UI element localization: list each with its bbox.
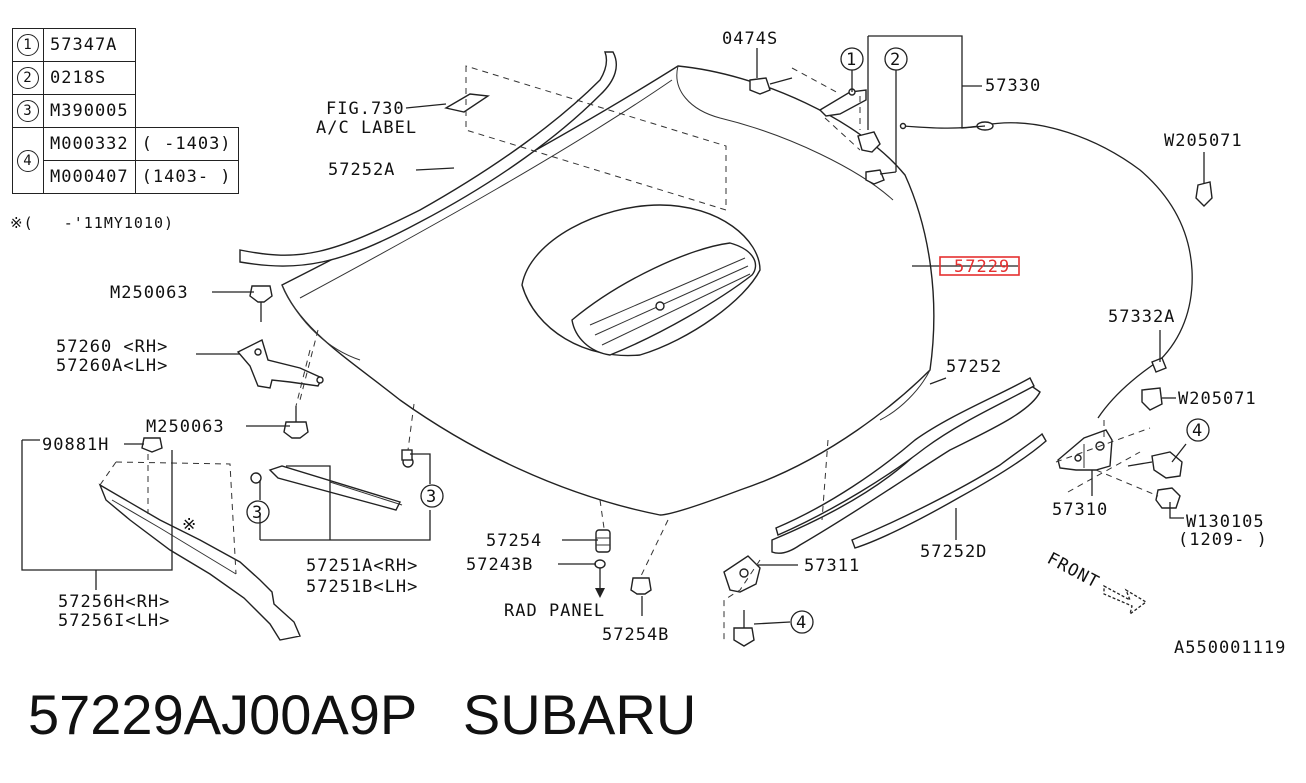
label-w130105: W130105 xyxy=(1186,512,1265,532)
label-ac-label: A/C LABEL xyxy=(316,118,417,138)
label-diagram-id: A550001119 xyxy=(1174,638,1286,658)
weatherstrip-57252a xyxy=(239,51,617,267)
label-w205071-top: W205071 xyxy=(1164,131,1243,151)
legend-number: 2 xyxy=(17,67,39,89)
label-57252: 57252 xyxy=(946,357,1002,377)
label-57254: 57254 xyxy=(486,531,542,551)
callout-3: 3 xyxy=(252,503,263,523)
callout-1: 1 xyxy=(846,50,857,70)
release-lever-57347a xyxy=(818,88,867,117)
legend-code: 57347A xyxy=(43,28,136,62)
hood-lock-striker-57311 xyxy=(723,555,761,593)
callout-2: 2 xyxy=(890,50,901,70)
release-cable-57330 xyxy=(899,121,1193,419)
label-90881h: 90881H xyxy=(42,435,109,455)
legend-row: 4 M000332 ( -1403) xyxy=(12,127,239,194)
label-57332a: 57332A xyxy=(1108,307,1175,327)
hood-scoop xyxy=(521,204,761,357)
legend-row: 3 M390005 xyxy=(12,94,239,128)
weatherstrip-57252 xyxy=(771,377,1041,554)
label-57254b: 57254B xyxy=(602,625,669,645)
legend-row: 1 57347A xyxy=(12,28,239,62)
label-rad-panel: RAD PANEL xyxy=(504,601,605,621)
label-57229: 57229 xyxy=(954,257,1010,277)
label-57256i-lh: 57256I<LH> xyxy=(58,611,170,631)
callout-circles: 1 2 3 3 4 4 xyxy=(246,47,1210,634)
hood-buffer-57254b xyxy=(630,577,652,595)
part-number-caption: 57229AJ00A9P SUBARU xyxy=(28,683,697,746)
note-mark: ※ xyxy=(182,515,197,535)
legend-range: ( -1403) xyxy=(134,127,239,161)
callout-4: 4 xyxy=(796,613,807,633)
hood-lock-57310 xyxy=(1057,429,1113,471)
hood-support-strut xyxy=(250,449,414,511)
dashed-guides xyxy=(99,65,1159,640)
screw-0474s xyxy=(749,77,793,95)
label-57251a-rh: 57251A<RH> xyxy=(306,556,418,576)
label-w130105-range: (1209- ) xyxy=(1178,530,1268,550)
label-57252d: 57252D xyxy=(920,542,987,562)
label-front: FRONT xyxy=(1044,549,1103,593)
legend-note: ※( -'11MY1010) xyxy=(10,214,175,232)
legend-range: (1403- ) xyxy=(134,160,239,194)
label-0474s: 0474S xyxy=(722,29,778,49)
rad-panel-arrow xyxy=(594,559,606,598)
legend-number: 1 xyxy=(17,34,39,56)
weatherstrip-57252d xyxy=(851,432,1047,549)
legend-table: 1 57347A 2 0218S 3 M390005 4 M000332 ( -… xyxy=(12,28,239,194)
label-57311: 57311 xyxy=(804,556,860,576)
label-57330: 57330 xyxy=(985,76,1041,96)
label-m250063: M250063 xyxy=(110,283,189,303)
label-57252a: 57252A xyxy=(328,160,395,180)
legend-number: 3 xyxy=(17,100,39,122)
label-57310: 57310 xyxy=(1052,500,1108,520)
front-arrow xyxy=(1103,584,1148,616)
part-labels: 0474S 57330 FIG.730 A/C LABEL 57252A W20… xyxy=(42,29,1286,658)
label-57260a-lh: 57260A<LH> xyxy=(56,356,168,376)
cowl-side-seal xyxy=(98,437,301,641)
label-m250063: M250063 xyxy=(146,417,225,437)
hood-hinge xyxy=(236,339,324,389)
callout-3: 3 xyxy=(426,487,437,507)
legend-code: M000407 xyxy=(43,160,136,194)
legend-number: 4 xyxy=(17,149,39,172)
bolt-m250063-bottom xyxy=(283,406,309,439)
legend-code: 0218S xyxy=(43,61,136,95)
clip-w205071-mid xyxy=(1141,387,1163,411)
ac-label xyxy=(444,93,490,113)
callout-4: 4 xyxy=(1192,421,1203,441)
label-57243b: 57243B xyxy=(466,555,533,575)
clip-0218s xyxy=(857,131,885,185)
bolt-57310 xyxy=(1127,451,1183,479)
label-w205071-mid: W205071 xyxy=(1178,389,1257,409)
legend-row: M000407 (1403- ) xyxy=(13,160,239,194)
legend-row: 2 0218S xyxy=(12,61,239,95)
clip-w205071-top xyxy=(1195,181,1213,207)
legend-code: M000332 xyxy=(43,127,136,161)
label-57260-rh: 57260 <RH> xyxy=(56,337,168,357)
bolt-m250063-top xyxy=(249,285,273,322)
legend-code: M390005 xyxy=(43,94,136,128)
label-57251b-lh: 57251B<LH> xyxy=(306,577,418,597)
leader-lines xyxy=(21,35,1205,625)
bolt-striker xyxy=(733,610,755,647)
hood-buffer-57254 xyxy=(595,529,611,553)
nut-w130105 xyxy=(1155,487,1181,509)
label-fig730: FIG.730 xyxy=(326,99,405,119)
highlight-box xyxy=(939,256,1020,276)
label-57256h-rh: 57256H<RH> xyxy=(58,592,170,612)
